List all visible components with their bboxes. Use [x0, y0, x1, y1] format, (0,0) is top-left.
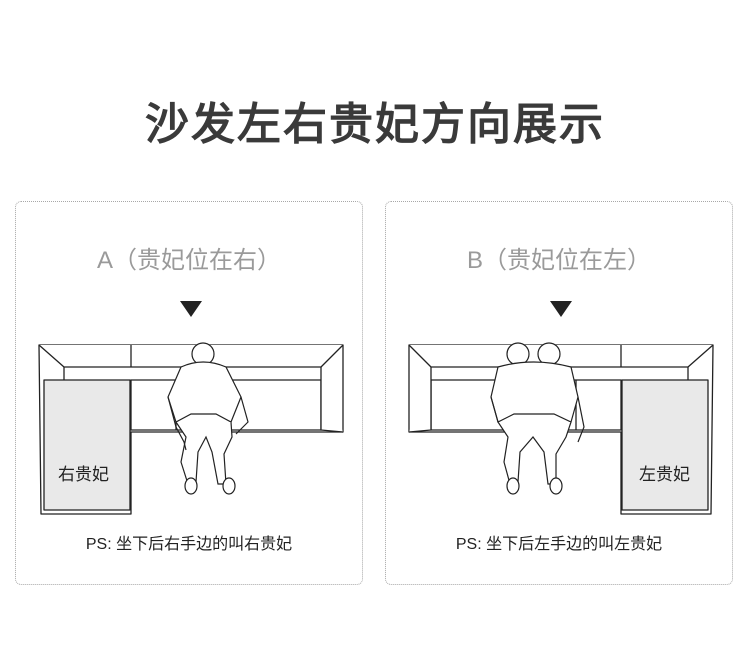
ps-note: PS: 坐下后左手边的叫左贵妃: [455, 536, 663, 553]
chaise-label: 右贵妃: [58, 465, 109, 484]
ps-note: PS: 坐下后右手边的叫右贵妃: [85, 536, 293, 553]
sofa-illustration: [38, 342, 344, 515]
option-card-a: A（贵妃位在右） 右贵妃 PS: 坐下后右手: [15, 201, 363, 585]
option-card-b: B（贵妃位在左） 左贵妃 PS: 坐下后左手边的叫左贵妃: [385, 201, 733, 585]
sofa-illustration: [408, 342, 714, 515]
chaise-label: 左贵妃: [639, 465, 690, 484]
option-label: A（贵妃位在右）: [96, 247, 281, 274]
down-triangle-icon: [550, 301, 572, 317]
down-triangle-icon: [180, 301, 202, 317]
page-title: 沙发左右贵妃方向展示: [145, 99, 605, 150]
option-label: B（贵妃位在左）: [466, 247, 651, 274]
